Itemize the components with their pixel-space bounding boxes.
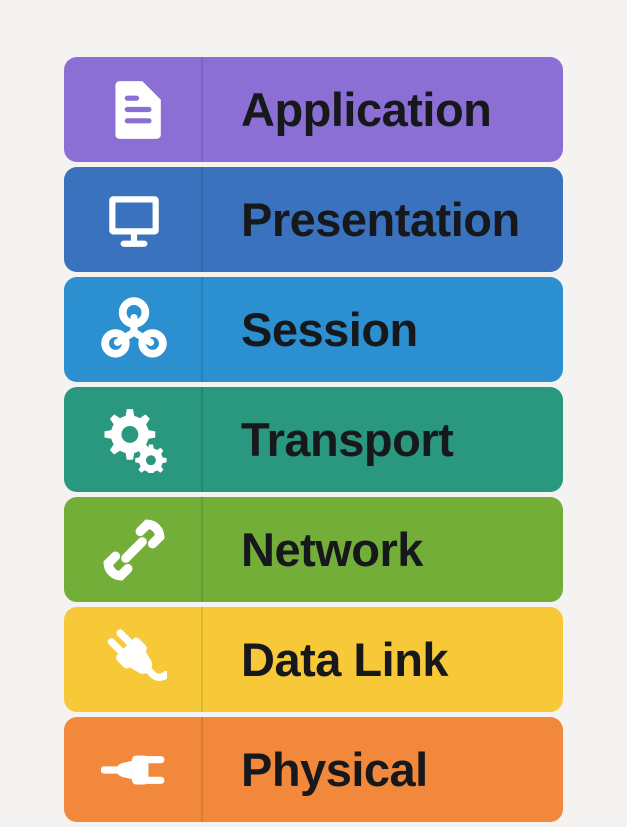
- label-panel-data-link: Data Link: [203, 607, 563, 712]
- icon-panel-presentation: [64, 167, 203, 272]
- label-panel-physical: Physical: [203, 717, 563, 822]
- label-panel-transport: Transport: [203, 387, 563, 492]
- layer-row-physical[interactable]: Physical: [64, 717, 563, 822]
- layer-row-transport[interactable]: Transport: [64, 387, 563, 492]
- layer-label-physical: Physical: [241, 743, 428, 796]
- layer-label-application: Application: [241, 83, 492, 136]
- icon-panel-network: [64, 497, 203, 602]
- layer-row-network[interactable]: Network: [64, 497, 563, 602]
- layer-label-network: Network: [241, 523, 423, 576]
- osi-layer-stack: Application Presentation: [64, 57, 563, 827]
- layer-row-application[interactable]: Application: [64, 57, 563, 162]
- label-panel-session: Session: [203, 277, 563, 382]
- layer-row-presentation[interactable]: Presentation: [64, 167, 563, 272]
- chain-link-icon: [101, 517, 167, 583]
- icon-panel-physical: [64, 717, 203, 822]
- layer-label-presentation: Presentation: [241, 193, 520, 246]
- icon-panel-session: [64, 277, 203, 382]
- layer-row-session[interactable]: Session: [64, 277, 563, 382]
- layer-label-transport: Transport: [241, 413, 454, 466]
- gears-icon: [101, 407, 167, 473]
- layer-label-data-link: Data Link: [241, 633, 449, 686]
- share-nodes-icon: [100, 296, 167, 363]
- layer-row-data-link[interactable]: Data Link: [64, 607, 563, 712]
- layer-label-session: Session: [241, 303, 418, 356]
- angled-plug-icon: [101, 627, 167, 693]
- label-panel-presentation: Presentation: [203, 167, 563, 272]
- monitor-icon: [101, 187, 167, 253]
- icon-panel-application: [64, 57, 203, 162]
- label-panel-application: Application: [203, 57, 563, 162]
- document-icon: [101, 77, 167, 143]
- icon-panel-transport: [64, 387, 203, 492]
- label-panel-network: Network: [203, 497, 563, 602]
- plug-icon: [100, 737, 167, 803]
- icon-panel-data-link: [64, 607, 203, 712]
